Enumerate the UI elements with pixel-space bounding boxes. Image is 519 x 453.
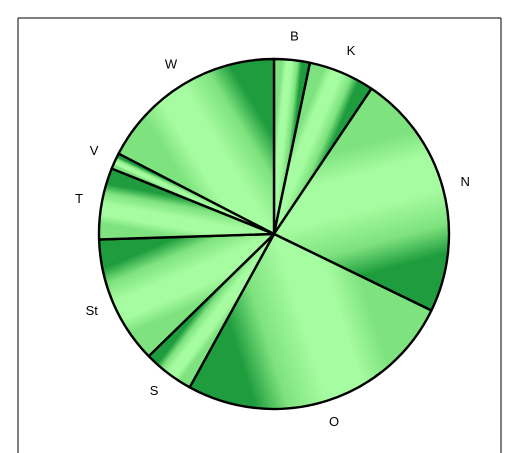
pie-slice-st <box>97 232 276 358</box>
slice-label-o: O <box>329 414 339 429</box>
slice-label-w: W <box>165 56 178 71</box>
pie-slice-w <box>117 57 276 236</box>
slice-label-k: K <box>347 43 356 58</box>
slice-label-n: N <box>460 174 469 189</box>
labels-layer: B K N O S St T V W <box>75 29 470 430</box>
slice-label-t: T <box>75 191 83 206</box>
slice-label-s: S <box>150 383 159 398</box>
slices-layer <box>97 57 451 411</box>
slice-label-b: B <box>290 29 299 44</box>
slice-label-st: St <box>86 303 99 318</box>
slice-label-v: V <box>90 143 99 158</box>
